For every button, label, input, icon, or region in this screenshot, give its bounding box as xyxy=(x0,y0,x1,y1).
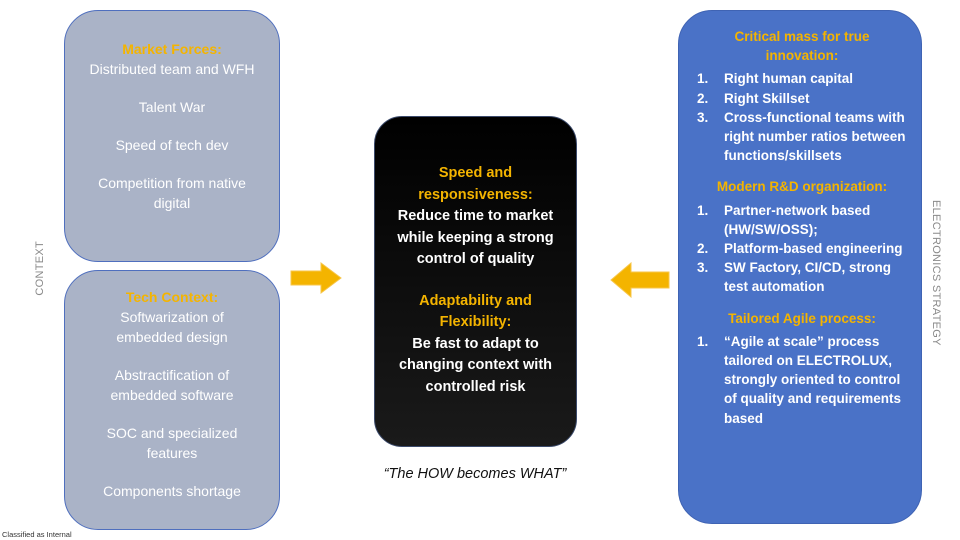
section-heading: Modern R&D organization: xyxy=(716,179,888,195)
list-item: 3. SW Factory, CI/CD, strong test automat… xyxy=(697,258,907,296)
context-label: CONTEXT xyxy=(34,241,46,296)
market-forces-item: Talent War xyxy=(138,99,206,115)
list-item: 2. Right Skillset xyxy=(697,89,907,108)
speed-heading: Speed and responsiveness: xyxy=(418,165,533,203)
section-list: 1. Right human capital 2. Right Skillset 3… xyxy=(697,69,907,165)
market-forces-box: Market Forces: Distributed team and WFH … xyxy=(64,10,280,262)
arrow-right-icon xyxy=(290,262,342,294)
list-item: 3. Cross-functional teams with right numb… xyxy=(697,108,907,166)
market-forces-item: Distributed team and WFH xyxy=(89,61,255,77)
market-forces-item: Competition from native digital xyxy=(98,175,246,211)
section-list: 1. Partner-network based (HW/SW/OSS); 2. P… xyxy=(697,201,907,297)
strategy-section: Critical mass for true innovation: 1. Rig… xyxy=(697,27,907,165)
list-number: 1. xyxy=(697,333,709,349)
strategy-section: Tailored Agile process: 1. “Agile at scal… xyxy=(697,309,907,428)
list-item: 1. Partner-network based (HW/SW/OSS); xyxy=(697,201,907,239)
list-number: 3. xyxy=(697,109,709,125)
list-item: 1. Right human capital xyxy=(697,69,907,88)
list-text: Right Skillset xyxy=(724,90,810,106)
list-text: Platform-based engineering xyxy=(724,241,903,257)
electronics-strategy-label: ELECTRONICS STRATEGY xyxy=(930,200,942,346)
speed-text: Reduce time to market while keeping a st… xyxy=(397,208,554,267)
adaptability-heading: Adaptability and Flexibility: xyxy=(419,292,532,331)
speed-adaptability-box: Speed and responsiveness: Reduce time to… xyxy=(374,116,577,447)
list-number: 1. xyxy=(697,71,709,87)
strategy-section: Modern R&D organization: 1. Partner-netwo… xyxy=(697,177,907,296)
market-forces-item: Speed of tech dev xyxy=(115,137,229,153)
tech-context-item: Abstractification of embedded software xyxy=(110,367,234,403)
list-number: 2. xyxy=(697,90,709,106)
list-text: Right human capital xyxy=(724,71,854,87)
tech-context-box: Tech Context: Softwarization of embedded… xyxy=(64,270,280,530)
electronics-strategy-box: Critical mass for true innovation: 1. Rig… xyxy=(678,10,922,524)
classification-footer: Classified as Internal xyxy=(2,530,72,539)
list-text: “Agile at scale” process tailored on ELE… xyxy=(724,333,902,426)
list-number: 3. xyxy=(697,260,709,276)
list-number: 2. xyxy=(697,241,709,257)
list-text: Cross-functional teams with right number… xyxy=(724,109,906,164)
market-forces-heading: Market Forces: xyxy=(122,41,222,57)
tech-context-item: SOC and specialized features xyxy=(106,425,238,461)
tech-context-heading: Tech Context: xyxy=(125,289,219,305)
adaptability-text: Be fast to adapt to changing context wit… xyxy=(398,335,553,395)
arrow-left-icon xyxy=(610,262,670,298)
list-item: 2. Platform-based engineering xyxy=(697,239,907,258)
list-number: 1. xyxy=(697,202,709,218)
tech-context-item: Softwarization of embedded design xyxy=(116,309,228,345)
tech-context-item: Components shortage xyxy=(103,483,241,499)
list-text: Partner-network based (HW/SW/OSS); xyxy=(724,202,871,237)
section-heading: Critical mass for true innovation: xyxy=(734,29,870,64)
section-list: 1. “Agile at scale” process tailored on E… xyxy=(697,332,907,428)
list-item: 1. “Agile at scale” process tailored on E… xyxy=(697,332,907,428)
section-heading: Tailored Agile process: xyxy=(728,310,876,326)
list-text: SW Factory, CI/CD, strong test automatio… xyxy=(724,260,892,295)
how-becomes-what-quote: “The HOW becomes WHAT” xyxy=(383,466,567,482)
